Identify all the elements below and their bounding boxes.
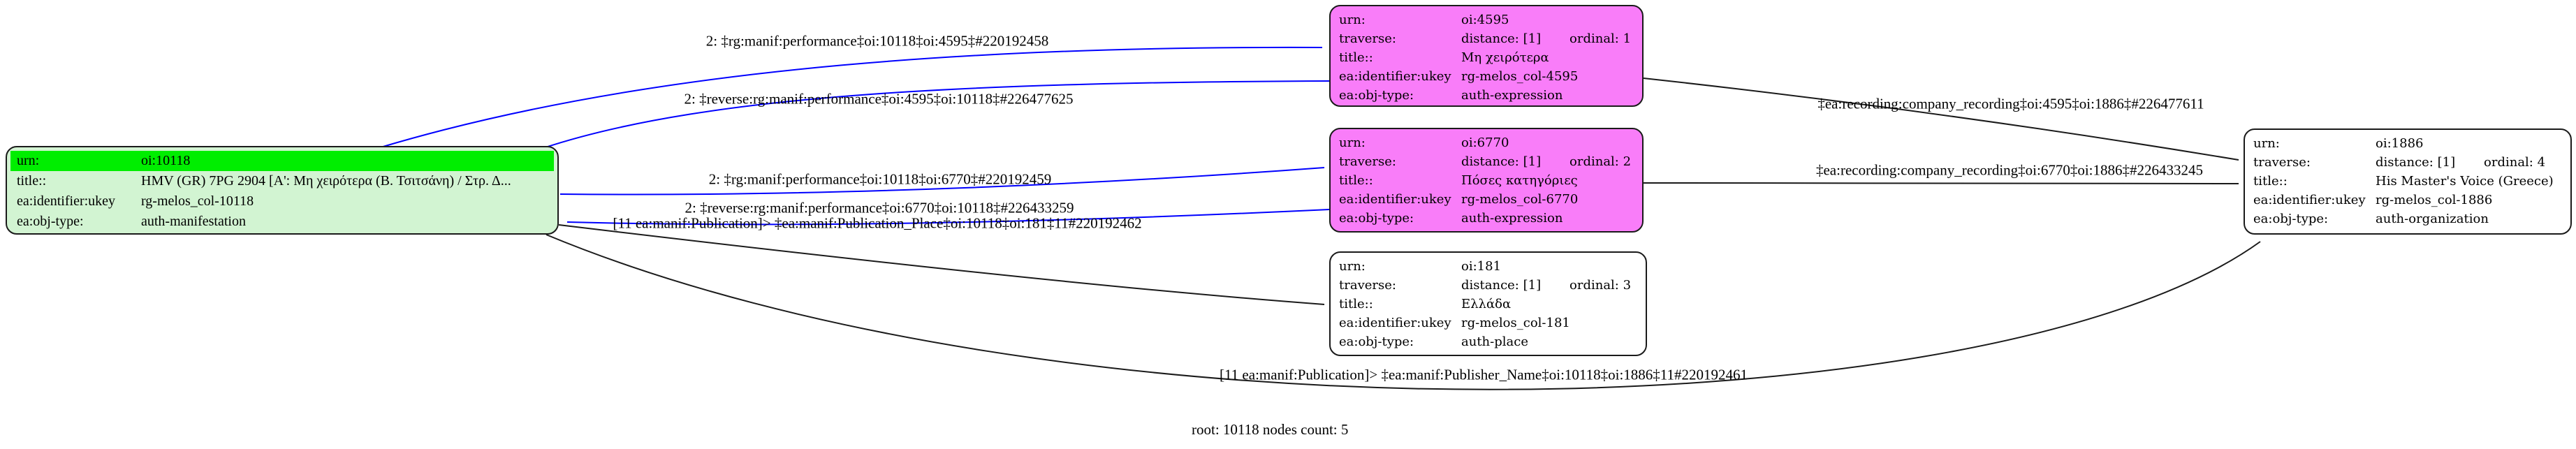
- row-value: oi:4595: [1461, 13, 1509, 27]
- node-oi-1886[interactable]: urn: oi:1886 traverse: distance: [1] ord…: [2244, 128, 2572, 235]
- row-key: traverse:: [1339, 31, 1396, 46]
- row-key: urn:: [2253, 136, 2280, 151]
- row-value: oi:1886: [2376, 136, 2424, 151]
- row-key: urn:: [1339, 135, 1366, 150]
- node-oi-181[interactable]: urn: oi:181 traverse: distance: [1] ordi…: [1329, 251, 1647, 356]
- node-row-objtype: ea:obj-type: auth-place: [1331, 332, 1646, 351]
- node-row-identifier: ea:identifier:ukey rg-melos_col-4595: [1331, 67, 1642, 86]
- row-key: ea:obj-type:: [17, 214, 84, 229]
- node-row-urn: urn: oi:10118: [10, 151, 554, 171]
- row-value: rg-melos_col-1886: [2376, 193, 2493, 207]
- row-key: ea:obj-type:: [2253, 212, 2329, 226]
- node-row-objtype: ea:obj-type: auth-organization: [2245, 209, 2570, 228]
- row-value: Μη χειρότερα: [1461, 50, 1549, 65]
- row-value: rg-melos_col-4595: [1461, 69, 1579, 84]
- row-value: rg-melos_col-10118: [141, 193, 254, 209]
- row-ordinal: ordinal: 3: [1569, 278, 1632, 293]
- row-ordinal: ordinal: 4: [2484, 155, 2546, 170]
- row-key: urn:: [1339, 13, 1366, 27]
- node-row-traverse: traverse: distance: [1] ordinal: 3: [1331, 276, 1646, 295]
- row-key: ea:identifier:ukey: [17, 193, 116, 209]
- row-value: auth-expression: [1461, 88, 1563, 103]
- edge-reverse-performance-4595-10118: [543, 80, 1330, 149]
- node-row-identifier: ea:identifier:ukey rg-melos_col-181: [1331, 314, 1646, 332]
- edge-label-publication-place: [11 ea:manif:Publication]> ‡ea:manif:Pub…: [613, 214, 1142, 232]
- row-value: auth-expression: [1461, 211, 1563, 226]
- node-oi-4595[interactable]: urn: oi:4595 traverse: distance: [1] ord…: [1329, 5, 1644, 107]
- edge-label-company-recording-6770: ‡ea:recording:company_recording‡oi:6770‡…: [1815, 161, 2204, 179]
- node-row-objtype: ea:obj-type: auth-manifestation: [7, 212, 557, 232]
- node-row-identifier: ea:identifier:ukey rg-melos_col-1886: [2245, 191, 2570, 209]
- row-key: traverse:: [1339, 278, 1396, 293]
- row-value: distance: [1]: [2376, 155, 2456, 170]
- row-value: distance: [1]: [1461, 278, 1542, 293]
- row-ordinal: ordinal: 1: [1569, 31, 1632, 46]
- edge-company-recording-6770-1886: [1643, 182, 2239, 184]
- node-row-urn: urn: oi:1886: [2245, 134, 2570, 153]
- edge-performance-10118-6770: [559, 167, 1325, 196]
- edge-publisher-name-10118-1886: [546, 234, 2261, 390]
- graph-caption: root: 10118 nodes count: 5: [1192, 421, 1349, 438]
- node-row-urn: urn: oi:6770: [1331, 133, 1642, 152]
- row-key: ea:identifier:ukey: [2253, 193, 2366, 207]
- row-key: title::: [1339, 50, 1373, 65]
- row-key: traverse:: [1339, 154, 1396, 169]
- row-value: His Master's Voice (Greece): [2376, 174, 2554, 189]
- row-key: ea:identifier:ukey: [1339, 69, 1451, 84]
- edge-performance-10118-4595: [380, 46, 1323, 148]
- row-key: urn:: [17, 153, 40, 168]
- node-oi-6770[interactable]: urn: oi:6770 traverse: distance: [1] ord…: [1329, 128, 1644, 233]
- row-value: oi:6770: [1461, 135, 1509, 150]
- edge-company-recording-4595-1886: [1643, 78, 2239, 161]
- node-row-urn: urn: oi:181: [1331, 257, 1646, 276]
- edge-label-performance-4595: 2: ‡rg:manif:performance‡oi:10118‡oi:459…: [705, 32, 1049, 50]
- row-value: auth-organization: [2376, 212, 2489, 226]
- node-row-title: title:: Πόσες κατηγόριες: [1331, 171, 1642, 190]
- node-row-urn: urn: oi:4595: [1331, 10, 1642, 29]
- row-key: title::: [1339, 297, 1373, 311]
- edge-reverse-performance-6770-10118: [566, 209, 1330, 226]
- row-value: distance: [1]: [1461, 154, 1542, 169]
- node-oi-10118[interactable]: urn: oi:10118 title:: HMV (GR) 7PG 2904 …: [6, 146, 559, 235]
- row-key: ea:obj-type:: [1339, 334, 1414, 349]
- row-value: distance: [1]: [1461, 31, 1542, 46]
- row-value: oi:181: [1461, 259, 1502, 274]
- row-key: ea:obj-type:: [1339, 211, 1414, 226]
- node-row-traverse: traverse: distance: [1] ordinal: 1: [1331, 29, 1642, 48]
- node-row-title: title:: Μη χειρότερα: [1331, 48, 1642, 67]
- edge-publication-place-10118-181: [558, 224, 1325, 305]
- node-row-title: title:: HMV (GR) 7PG 2904 [Α': Μη χειρότ…: [7, 171, 557, 191]
- node-row-traverse: traverse: distance: [1] ordinal: 4: [2245, 153, 2570, 172]
- node-row-objtype: ea:obj-type: auth-expression: [1331, 86, 1642, 105]
- edge-label-publisher-name: [11 ea:manif:Publication]> ‡ea:manif:Pub…: [1219, 366, 1748, 383]
- row-value: Ελλάδα: [1461, 297, 1512, 311]
- node-row-title: title:: Ελλάδα: [1331, 295, 1646, 314]
- row-value: HMV (GR) 7PG 2904 [Α': Μη χειρότερα (Β. …: [141, 173, 511, 189]
- row-key: title::: [2253, 174, 2288, 189]
- row-key: ea:identifier:ukey: [1339, 316, 1451, 330]
- row-value: Πόσες κατηγόριες: [1461, 173, 1578, 188]
- edge-label-reverse-performance-4595: 2: ‡reverse:rg:manif:performance‡oi:4595…: [684, 90, 1074, 108]
- row-ordinal: ordinal: 2: [1569, 154, 1632, 169]
- row-value: rg-melos_col-181: [1461, 316, 1570, 330]
- row-key: urn:: [1339, 259, 1366, 274]
- edge-label-reverse-performance-6770: 2: ‡reverse:rg:manif:performance‡oi:6770…: [685, 199, 1074, 216]
- row-value: auth-place: [1461, 334, 1528, 349]
- row-key: title::: [17, 173, 47, 189]
- edge-label-performance-6770: 2: ‡rg:manif:performance‡oi:10118‡oi:677…: [708, 170, 1052, 188]
- edge-label-company-recording-4595: ‡ea:recording:company_recording‡oi:4595‡…: [1817, 95, 2204, 112]
- row-key: title::: [1339, 173, 1373, 188]
- row-key: ea:identifier:ukey: [1339, 192, 1451, 207]
- node-row-traverse: traverse: distance: [1] ordinal: 2: [1331, 152, 1642, 171]
- node-row-objtype: ea:obj-type: auth-expression: [1331, 209, 1642, 228]
- node-row-identifier: ea:identifier:ukey rg-melos_col-6770: [1331, 190, 1642, 209]
- row-value: rg-melos_col-6770: [1461, 192, 1579, 207]
- node-row-identifier: ea:identifier:ukey rg-melos_col-10118: [7, 191, 557, 212]
- row-value: oi:10118: [141, 153, 191, 168]
- node-row-title: title:: His Master's Voice (Greece): [2245, 172, 2570, 191]
- row-key: ea:obj-type:: [1339, 88, 1414, 103]
- row-key: traverse:: [2253, 155, 2311, 170]
- row-value: auth-manifestation: [141, 214, 246, 229]
